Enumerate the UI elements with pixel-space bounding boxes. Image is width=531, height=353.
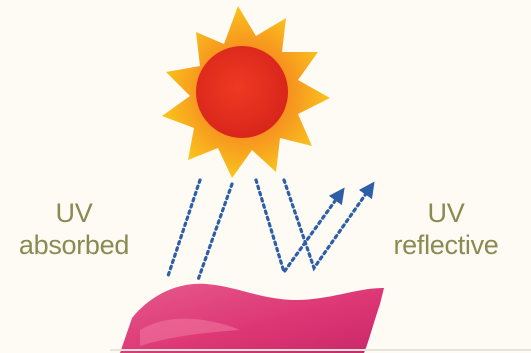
uv-ray-absorbed-1 bbox=[168, 180, 200, 276]
uv-absorbed-label: UV absorbed bbox=[18, 197, 130, 261]
uv-reflective-line2: reflective bbox=[392, 229, 500, 261]
uv-absorbed-line1: UV bbox=[18, 197, 130, 229]
uv-absorbed-line2: absorbed bbox=[18, 229, 130, 261]
uv-reflective-line1: UV bbox=[392, 197, 500, 229]
uv-rays-absorbed bbox=[168, 180, 232, 280]
sun-core bbox=[196, 46, 288, 138]
uv-ray-absorbed-2 bbox=[198, 184, 232, 280]
sun-icon bbox=[162, 6, 330, 178]
uv-rays-reflected bbox=[256, 180, 370, 272]
skin-surface bbox=[120, 284, 384, 353]
uv-reflective-label: UV reflective bbox=[392, 197, 500, 261]
